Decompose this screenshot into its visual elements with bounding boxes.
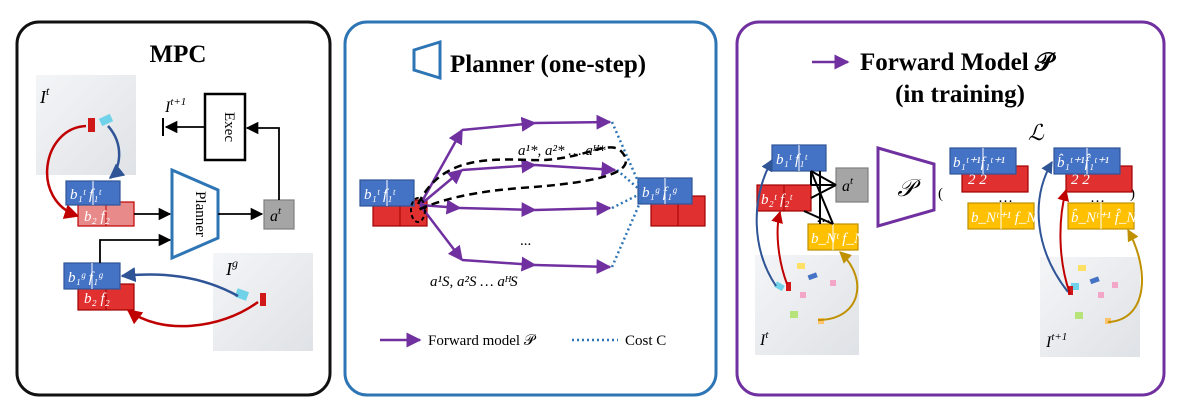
close-paren: ) bbox=[1130, 186, 1135, 202]
current-observation-image bbox=[36, 75, 136, 175]
top-actions-label: a¹*, a²* … aᴴ* bbox=[518, 143, 606, 159]
target-red-slot-text: 2 2 bbox=[1071, 172, 1090, 188]
mpc-panel: MPC It b₂ f₂ b₁ᵗ f₁ᵗ b₂ f₂ b₁ᵍ f₁ᵍ Ig bbox=[15, 20, 332, 397]
forward-action-box bbox=[835, 167, 869, 203]
forward-model-branches bbox=[418, 114, 617, 275]
next-red-arrow bbox=[1057, 188, 1071, 295]
planner-panel-title: Planner (one-step) bbox=[450, 51, 646, 78]
middle-ellipsis: ... bbox=[520, 233, 531, 249]
planner-label: Planner bbox=[192, 191, 208, 237]
image-next-label: It+1 bbox=[164, 96, 186, 116]
action-to-exec-arrow bbox=[245, 121, 280, 200]
current-blue-arrow bbox=[755, 158, 777, 287]
red-arrow-to-red-slots bbox=[45, 124, 87, 219]
forward-title-line1: Forward Model 𝒫 bbox=[860, 49, 1057, 76]
planner-panel: Planner (one-step) b₁ᵗ f₁ᵗ b₁ᵍ f₁ᵍ bbox=[343, 20, 718, 397]
planner-block bbox=[170, 167, 220, 261]
open-paren: ( bbox=[938, 186, 943, 202]
forward-model-panel: Forward Model 𝒫 (in training) b₁ᵗ f₁ᵗ b₂… bbox=[735, 20, 1166, 397]
start-highlight bbox=[410, 197, 426, 223]
goal-blue-slot-2-text: b₁ᵍ f₁ᵍ bbox=[642, 185, 677, 201]
goal-red-slot-text: b₂ f₂ bbox=[84, 291, 110, 307]
forward-model-legend-text: Forward model 𝒫 bbox=[428, 333, 537, 349]
image-current-label: It bbox=[39, 84, 50, 107]
forward-action-label: at bbox=[842, 175, 854, 195]
goal-red-arrow bbox=[126, 300, 259, 328]
input-yellow-slot-text: b_Nᵗ f_Nᵗ bbox=[811, 231, 868, 247]
state-red-slot-text: b₂ f₂ bbox=[84, 209, 110, 225]
mpc-title: MPC bbox=[150, 41, 207, 68]
input-blue-slot-text: b₁ᵗ f₁ᵗ bbox=[776, 152, 808, 168]
start-blue-slot-text: b₁ᵗ f₁ᵗ bbox=[364, 187, 396, 203]
exec-box bbox=[203, 92, 247, 162]
next-blue-arrow bbox=[1037, 160, 1069, 293]
red-block bbox=[88, 118, 95, 132]
interaction-edges bbox=[803, 170, 837, 225]
pred-dots: … bbox=[998, 190, 1013, 206]
cyan-block bbox=[98, 113, 114, 127]
planner-legend: Forward model 𝒫 Cost C bbox=[380, 332, 666, 349]
cost-lines bbox=[610, 121, 644, 268]
action-label: at bbox=[270, 205, 282, 225]
state-blue-slot-text: b₁ᵗ f₁ᵗ bbox=[70, 187, 102, 203]
next-gold-arrow bbox=[1107, 228, 1143, 323]
goal-blue-arrow bbox=[120, 267, 239, 298]
current-red-arrow bbox=[771, 210, 788, 285]
forward-model-block bbox=[876, 146, 936, 228]
bottom-actions-label: a¹S, a²S … aᴴS bbox=[430, 274, 518, 290]
forward-image-next-label: It+1 bbox=[1045, 331, 1067, 351]
target-dots: … bbox=[1090, 190, 1105, 206]
cost-legend-text: Cost C bbox=[625, 333, 666, 349]
forward-current-image bbox=[755, 255, 859, 355]
pred-red-slot-text: 2 2 bbox=[968, 172, 987, 188]
pred-blue-slot-text: b₁ᵗ⁺¹f₁ᵗ⁺¹ bbox=[953, 155, 1005, 171]
target-blue-slot-text: b̂₁ᵗ⁺¹f̂₁ᵗ⁺¹ bbox=[1057, 154, 1109, 171]
goal-blue-slot-text: b₁ᵍ f₁ᵍ bbox=[68, 270, 103, 286]
current-gold-arrow bbox=[817, 251, 859, 321]
pred-yellow-slot-text: b_Nᵗ⁺¹ f_Nᵗ⁺¹ bbox=[971, 210, 1052, 226]
input-red-slot-text: b₂ᵗ f₂ᵗ bbox=[761, 192, 793, 208]
target-yellow-slot-text: b̂_Nᵗ⁺¹ f̂_Nᵗ⁺¹ bbox=[1071, 209, 1152, 226]
goal-red-block bbox=[260, 293, 266, 306]
forward-title-line2: (in training) bbox=[895, 81, 1025, 108]
goal-to-planner-arrow bbox=[99, 233, 172, 263]
image-goal-label: Ig bbox=[225, 256, 238, 279]
goal-cyan-block bbox=[234, 288, 250, 301]
best-path bbox=[416, 146, 627, 212]
exec-label: Exec bbox=[221, 112, 237, 142]
trapezoid-outline-icon bbox=[412, 39, 442, 81]
forward-image-current-label: It bbox=[759, 329, 769, 349]
loss-symbol: ℒ bbox=[1028, 120, 1045, 145]
blue-arrow-to-blue-slots bbox=[107, 125, 126, 179]
